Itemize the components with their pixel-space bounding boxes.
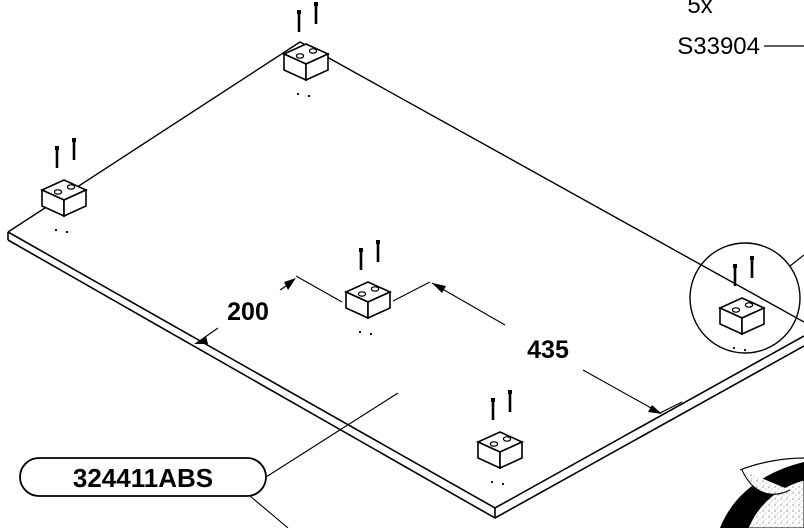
hardware-quantity: 5x xyxy=(687,0,712,19)
dimension-edge-offset: 200 xyxy=(227,298,269,326)
panel-label-callout xyxy=(19,392,399,528)
edge-tape-roll xyxy=(720,457,804,528)
panel-part-number: 324411ABS xyxy=(73,463,213,493)
dimension-200 xyxy=(194,275,343,344)
dimension-435 xyxy=(392,281,683,414)
hardware-part-number: S33904 xyxy=(677,33,760,60)
dimension-spacing: 435 xyxy=(527,336,569,364)
panel-board xyxy=(7,41,804,519)
detail-circle xyxy=(689,242,804,354)
